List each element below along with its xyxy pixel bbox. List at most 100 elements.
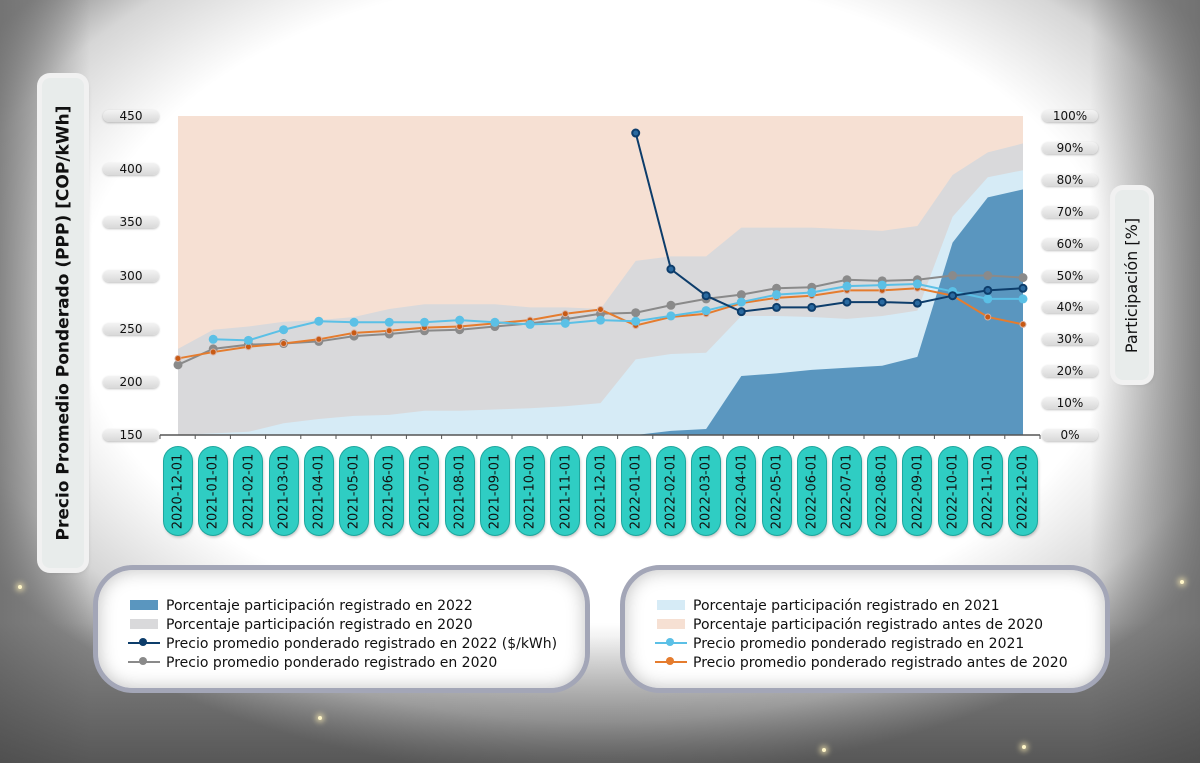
point-2020	[983, 271, 993, 280]
point-2020	[666, 300, 676, 310]
point-2022	[912, 298, 922, 308]
point-2020	[842, 275, 852, 285]
legend-label: Porcentaje participación registrado ante…	[693, 616, 1044, 633]
legend-swatch	[655, 596, 687, 615]
point-2021	[349, 317, 359, 327]
x-tick-date: 2021-04-01	[304, 447, 333, 535]
x-tick-date: 2021-11-01	[551, 447, 580, 535]
y-tick-right: 100%	[1042, 110, 1098, 122]
point-2022	[631, 128, 641, 138]
x-tick-date: 2022-02-01	[656, 447, 685, 535]
point-2020	[631, 308, 641, 318]
legend-label: Porcentaje participación registrado en 2…	[693, 597, 1000, 614]
legend-item: Porcentaje participación registrado en 2…	[655, 596, 1105, 615]
sparkle	[18, 585, 22, 589]
sparkle	[1022, 745, 1026, 749]
x-tick-date: 2022-08-01	[868, 447, 897, 535]
point-2021	[596, 315, 605, 325]
x-tick-date: 2020-12-01	[164, 447, 192, 535]
x-tick-date: 2021-10-01	[516, 447, 545, 535]
point-2020	[772, 283, 782, 293]
x-tick-date: 2022-11-01	[973, 447, 1002, 535]
point-2021	[807, 288, 817, 298]
legend-label: Porcentaje participación registrado en 2…	[166, 597, 473, 614]
point-2021	[243, 335, 253, 345]
area-2021	[178, 170, 1023, 436]
point-2022	[983, 285, 993, 295]
x-tick-date: 2021-09-01	[480, 447, 509, 535]
y-axis-title-left: Precio Promedio Ponderado (PPP) [COP/kWh…	[42, 78, 84, 568]
point-antes-2020	[315, 335, 323, 343]
x-tick-date: 2021-06-01	[375, 447, 404, 535]
point-2021	[208, 334, 218, 344]
y-tick-left: 350	[103, 216, 159, 229]
point-2021	[877, 280, 887, 290]
legend-swatch	[655, 615, 687, 634]
legend-swatch	[128, 615, 160, 634]
legend-label: Precio promedio ponderado registrado en …	[166, 654, 498, 671]
point-2021	[912, 279, 922, 289]
legend-swatch	[128, 596, 160, 615]
point-2020	[1018, 273, 1028, 283]
point-antes-2020	[350, 329, 358, 337]
legend-item: Precio promedio ponderado registrado en …	[128, 653, 585, 672]
point-2021	[455, 315, 465, 325]
y-tick-right: 0%	[1042, 429, 1098, 441]
point-antes-2020	[385, 327, 393, 335]
y-tick-right: 50%	[1042, 269, 1098, 282]
point-antes-2020	[984, 313, 992, 321]
x-tick-date: 2021-03-01	[269, 447, 298, 535]
point-2020	[736, 290, 746, 300]
point-antes-2020	[209, 348, 217, 356]
legend-label: Precio promedio ponderado registrado en …	[166, 635, 558, 652]
legend-item: Porcentaje participación registrado en 2…	[128, 615, 585, 634]
point-2021	[772, 290, 782, 300]
legend-swatch	[128, 634, 160, 653]
x-tick-date: 2021-08-01	[445, 447, 474, 535]
point-2021	[384, 317, 394, 327]
point-2022	[772, 302, 782, 312]
sparkle	[1180, 580, 1184, 584]
point-2022	[877, 297, 887, 307]
x-tick-date: 2022-12-01	[1009, 447, 1037, 535]
point-2021	[666, 311, 676, 321]
point-2020	[173, 360, 183, 370]
legend-label: Precio promedio ponderado registrado en …	[693, 635, 1025, 652]
point-2020	[948, 271, 958, 280]
line-2021	[213, 283, 1023, 342]
x-tick-date: 2021-02-01	[234, 447, 263, 535]
point-antes-2020	[597, 306, 604, 314]
y-tick-right: 10%	[1042, 397, 1098, 410]
y-tick-right: 40%	[1042, 301, 1098, 314]
legend-swatch	[655, 634, 687, 653]
x-tick-date: 2021-05-01	[340, 447, 369, 535]
point-2021	[525, 319, 535, 329]
x-tick-date: 2022-10-01	[938, 447, 967, 535]
point-2022	[736, 307, 746, 317]
line-2022	[634, 132, 1024, 313]
point-2021	[314, 316, 324, 326]
y-tick-right: 20%	[1042, 365, 1098, 378]
point-antes-2020	[1019, 320, 1027, 328]
x-tick-date: 2022-01-01	[621, 447, 650, 535]
sparkle	[822, 748, 826, 752]
y-axis-title-right: Participación [%]	[1115, 190, 1149, 380]
x-tick-date: 2022-07-01	[832, 447, 861, 535]
point-2022	[807, 302, 817, 312]
y-tick-right: 80%	[1042, 173, 1098, 186]
point-2022	[948, 291, 958, 301]
legend-swatch	[655, 653, 687, 672]
legend-item: Porcentaje participación registrado ante…	[655, 615, 1105, 634]
point-antes-2020	[174, 354, 182, 362]
y-tick-left: 250	[103, 322, 159, 335]
legend-left: Porcentaje participación registrado en 2…	[93, 565, 590, 693]
y-tick-right: 30%	[1042, 333, 1098, 346]
x-tick-date: 2022-03-01	[692, 447, 721, 535]
y-tick-left: 200	[103, 375, 159, 388]
point-2021	[701, 306, 711, 316]
point-2021	[631, 316, 641, 326]
point-2022	[1018, 283, 1028, 293]
y-tick-left: 450	[103, 110, 159, 122]
point-antes-2020	[561, 310, 569, 318]
legend-label: Porcentaje participación registrado en 2…	[166, 616, 473, 633]
